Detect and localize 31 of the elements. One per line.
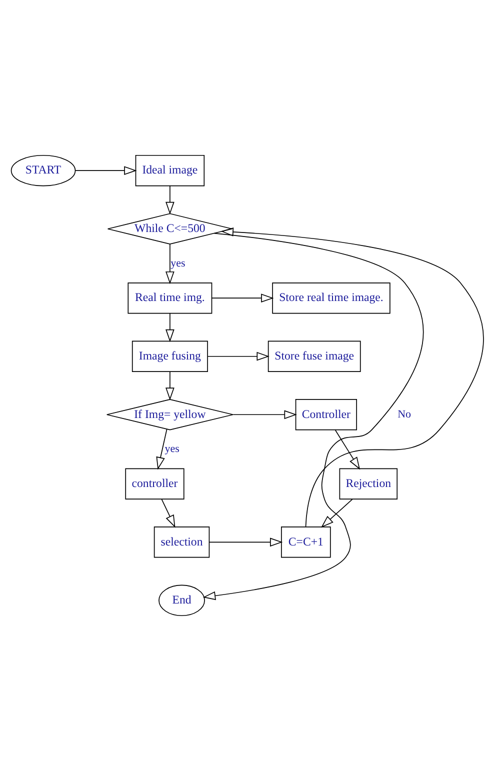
node-ellipse: START [10,154,76,186]
node-box: Real time img. [128,282,212,314]
arrow [166,313,174,342]
node-box: Ideal image [135,154,205,186]
arrow [232,410,297,420]
edge-label: yes [170,257,186,270]
arrow [166,371,174,400]
node-box: Controller [295,399,357,430]
arrow [166,186,174,215]
arrow [321,498,353,528]
node-ellipse: End [158,584,205,616]
arrow [74,166,137,176]
arrow [208,538,283,547]
arrow [202,232,424,600]
arrow [220,228,484,528]
node-box: controller [125,468,184,500]
arrow [166,244,174,284]
node-box: Store fuse image [268,340,361,372]
arrow [334,430,360,470]
arrow [211,294,274,303]
edge-label: No [398,408,411,421]
edge-label: yes [164,443,180,456]
node-box: selection [154,526,210,558]
node-diamond: If Img= yellow [106,399,234,430]
node-box: Store real time image. [272,282,390,314]
arrow [207,352,270,361]
node-box: Image fusing [132,340,208,372]
node-box: C=C+1 [281,526,331,558]
arrow [161,498,176,528]
arrow [156,428,168,470]
node-box: Rejection [339,468,398,500]
